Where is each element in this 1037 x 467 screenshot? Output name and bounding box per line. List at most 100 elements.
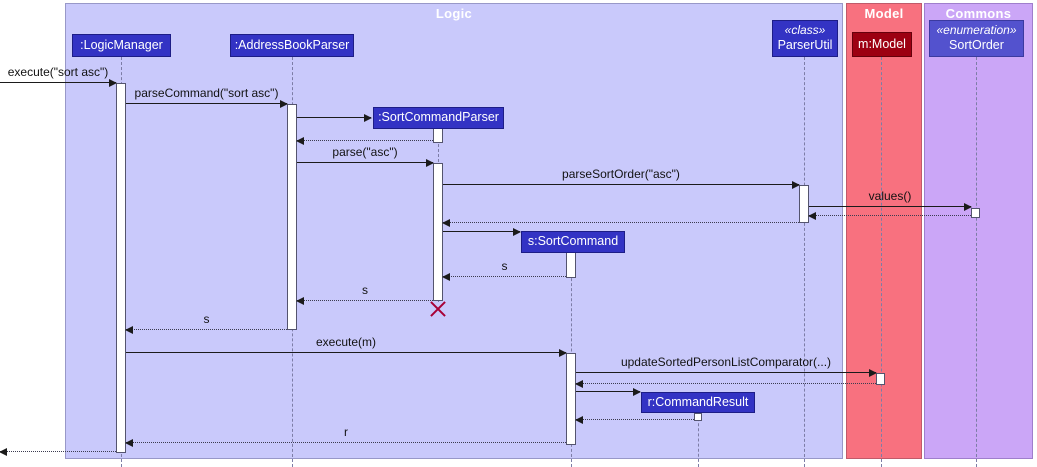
frame-commons-title: Commons xyxy=(945,6,1012,21)
participant-sortcommandparser: :SortCommandParser xyxy=(373,107,504,129)
participant-model: m:Model xyxy=(852,32,912,57)
frame-model: Model xyxy=(846,3,922,459)
message-label: parse("asc") xyxy=(332,145,398,159)
activation-sortcommand-execute xyxy=(566,353,576,445)
message-return-s-to-addressbookparser: s xyxy=(296,283,433,305)
arrowhead-icon xyxy=(792,181,800,189)
activation-sortcommand-create xyxy=(566,252,576,278)
arrowhead-icon xyxy=(808,212,816,220)
participant-sortcommand: s:SortCommand xyxy=(521,231,625,253)
participant-label: SortOrder xyxy=(949,38,1004,53)
message-line xyxy=(443,276,566,277)
message-label: parseCommand("sort asc") xyxy=(134,86,279,100)
arrowhead-icon xyxy=(125,326,133,334)
activation-model xyxy=(876,373,885,385)
message-return-create-sortcommandparser xyxy=(296,123,433,145)
arrowhead-icon xyxy=(633,388,641,396)
message-create-commandresult xyxy=(576,374,641,396)
frame-commons: Commons xyxy=(924,3,1033,459)
message-line xyxy=(126,329,287,330)
participant-label: :SortCommandParser xyxy=(378,110,499,125)
participant-label: s:SortCommand xyxy=(527,234,619,249)
message-return-create-commandresult xyxy=(575,402,694,424)
message-return-update xyxy=(575,366,876,388)
message-label: s xyxy=(203,312,210,326)
arrowhead-icon xyxy=(0,448,7,456)
lifeline-parserutil xyxy=(804,57,805,467)
message-line xyxy=(297,140,433,141)
message-execute-m: execute(m) xyxy=(126,335,567,357)
message-line xyxy=(297,117,371,118)
arrowhead-icon xyxy=(426,159,434,167)
activation-sortorder xyxy=(971,208,980,218)
arrowhead-icon xyxy=(559,349,567,357)
arrowhead-icon xyxy=(125,439,133,447)
participant-logicmanager: :LogicManager xyxy=(72,34,171,57)
activation-sortcommandparser-parse xyxy=(433,163,443,301)
arrowhead-icon xyxy=(869,369,877,377)
message-line xyxy=(443,222,799,223)
arrowhead-icon xyxy=(442,273,450,281)
message-line xyxy=(576,383,876,384)
arrowhead-icon xyxy=(296,137,304,145)
arrowhead-icon xyxy=(513,228,521,236)
message-return-parsesortorder xyxy=(442,205,799,227)
message-line xyxy=(297,300,433,301)
message-return-values xyxy=(808,198,971,220)
message-parsesortorder: parseSortOrder("asc") xyxy=(443,167,800,189)
arrowhead-icon xyxy=(296,297,304,305)
lifeline-model xyxy=(881,57,882,467)
activation-logicmanager xyxy=(116,83,126,453)
message-return-s-to-sortcommandparser: s xyxy=(442,259,566,281)
arrowhead-icon xyxy=(575,380,583,388)
message-line xyxy=(576,419,694,420)
message-values: values() xyxy=(809,189,972,211)
message-return-final xyxy=(0,434,116,456)
message-return-r: r xyxy=(125,425,566,447)
message-create-sortcommandparser xyxy=(297,100,372,122)
message-create-sortcommand xyxy=(443,214,521,236)
frame-model-title: Model xyxy=(864,6,904,21)
message-line xyxy=(126,352,566,353)
message-line xyxy=(0,82,116,83)
message-updatesortedpersonlistcomparator: updateSortedPersonListComparator(...) xyxy=(576,355,877,377)
participant-commandresult: r:CommandResult xyxy=(641,392,755,413)
activation-sortcommandparser-create xyxy=(433,128,443,143)
activation-addressbookparser xyxy=(287,104,297,330)
participant-addressbookparser: :AddressBookParser xyxy=(230,34,354,57)
message-label: s xyxy=(501,259,508,273)
message-label: updateSortedPersonListComparator(...) xyxy=(620,355,832,369)
participant-label: m:Model xyxy=(858,36,906,51)
arrowhead-icon xyxy=(964,203,972,211)
arrowhead-icon xyxy=(575,416,583,424)
message-label: execute("sort asc") xyxy=(7,65,109,79)
participant-stereotype: «enumeration» xyxy=(936,23,1017,38)
lifeline-sortorder xyxy=(976,57,977,467)
activation-commandresult xyxy=(694,413,702,421)
message-line xyxy=(576,372,876,373)
message-line xyxy=(809,215,971,216)
destruction-x-icon xyxy=(429,300,447,318)
arrowhead-icon xyxy=(442,219,450,227)
message-line xyxy=(576,391,640,392)
message-label: s xyxy=(362,283,368,297)
message-line xyxy=(809,206,971,207)
message-line xyxy=(443,231,520,232)
message-line xyxy=(126,442,566,443)
participant-label: :LogicManager xyxy=(80,37,163,52)
participant-label: :AddressBookParser xyxy=(234,37,350,52)
participant-stereotype: «class» xyxy=(784,23,826,38)
participant-label: ParserUtil xyxy=(777,38,833,53)
message-label: values() xyxy=(868,189,912,203)
message-parsecommand: parseCommand("sort asc") xyxy=(126,86,288,108)
message-line xyxy=(126,103,287,104)
participant-sortorder: «enumeration» SortOrder xyxy=(929,20,1024,57)
message-label: execute(m) xyxy=(315,335,377,349)
arrowhead-icon xyxy=(364,114,372,122)
frame-logic-title: Logic xyxy=(435,6,473,21)
message-label: r xyxy=(344,425,348,439)
arrowhead-icon xyxy=(280,100,288,108)
participant-label: r:CommandResult xyxy=(647,394,749,409)
lifeline-commandresult xyxy=(698,413,699,467)
